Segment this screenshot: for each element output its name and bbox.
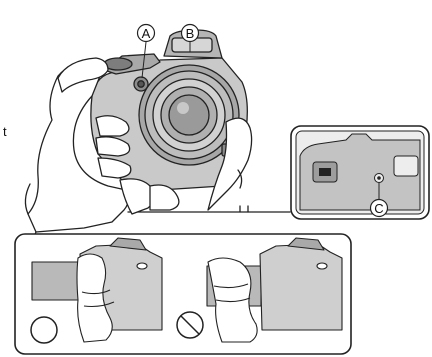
inset-panel — [291, 126, 429, 219]
comparison-panel — [15, 234, 351, 354]
callout-a-label: A — [142, 26, 151, 41]
callout-c: C — [371, 200, 388, 217]
callout-c-label: C — [374, 201, 383, 216]
main-camera-hold-drawing — [25, 30, 290, 246]
side-text: t — [3, 124, 7, 139]
callout-b-label: B — [186, 26, 195, 41]
